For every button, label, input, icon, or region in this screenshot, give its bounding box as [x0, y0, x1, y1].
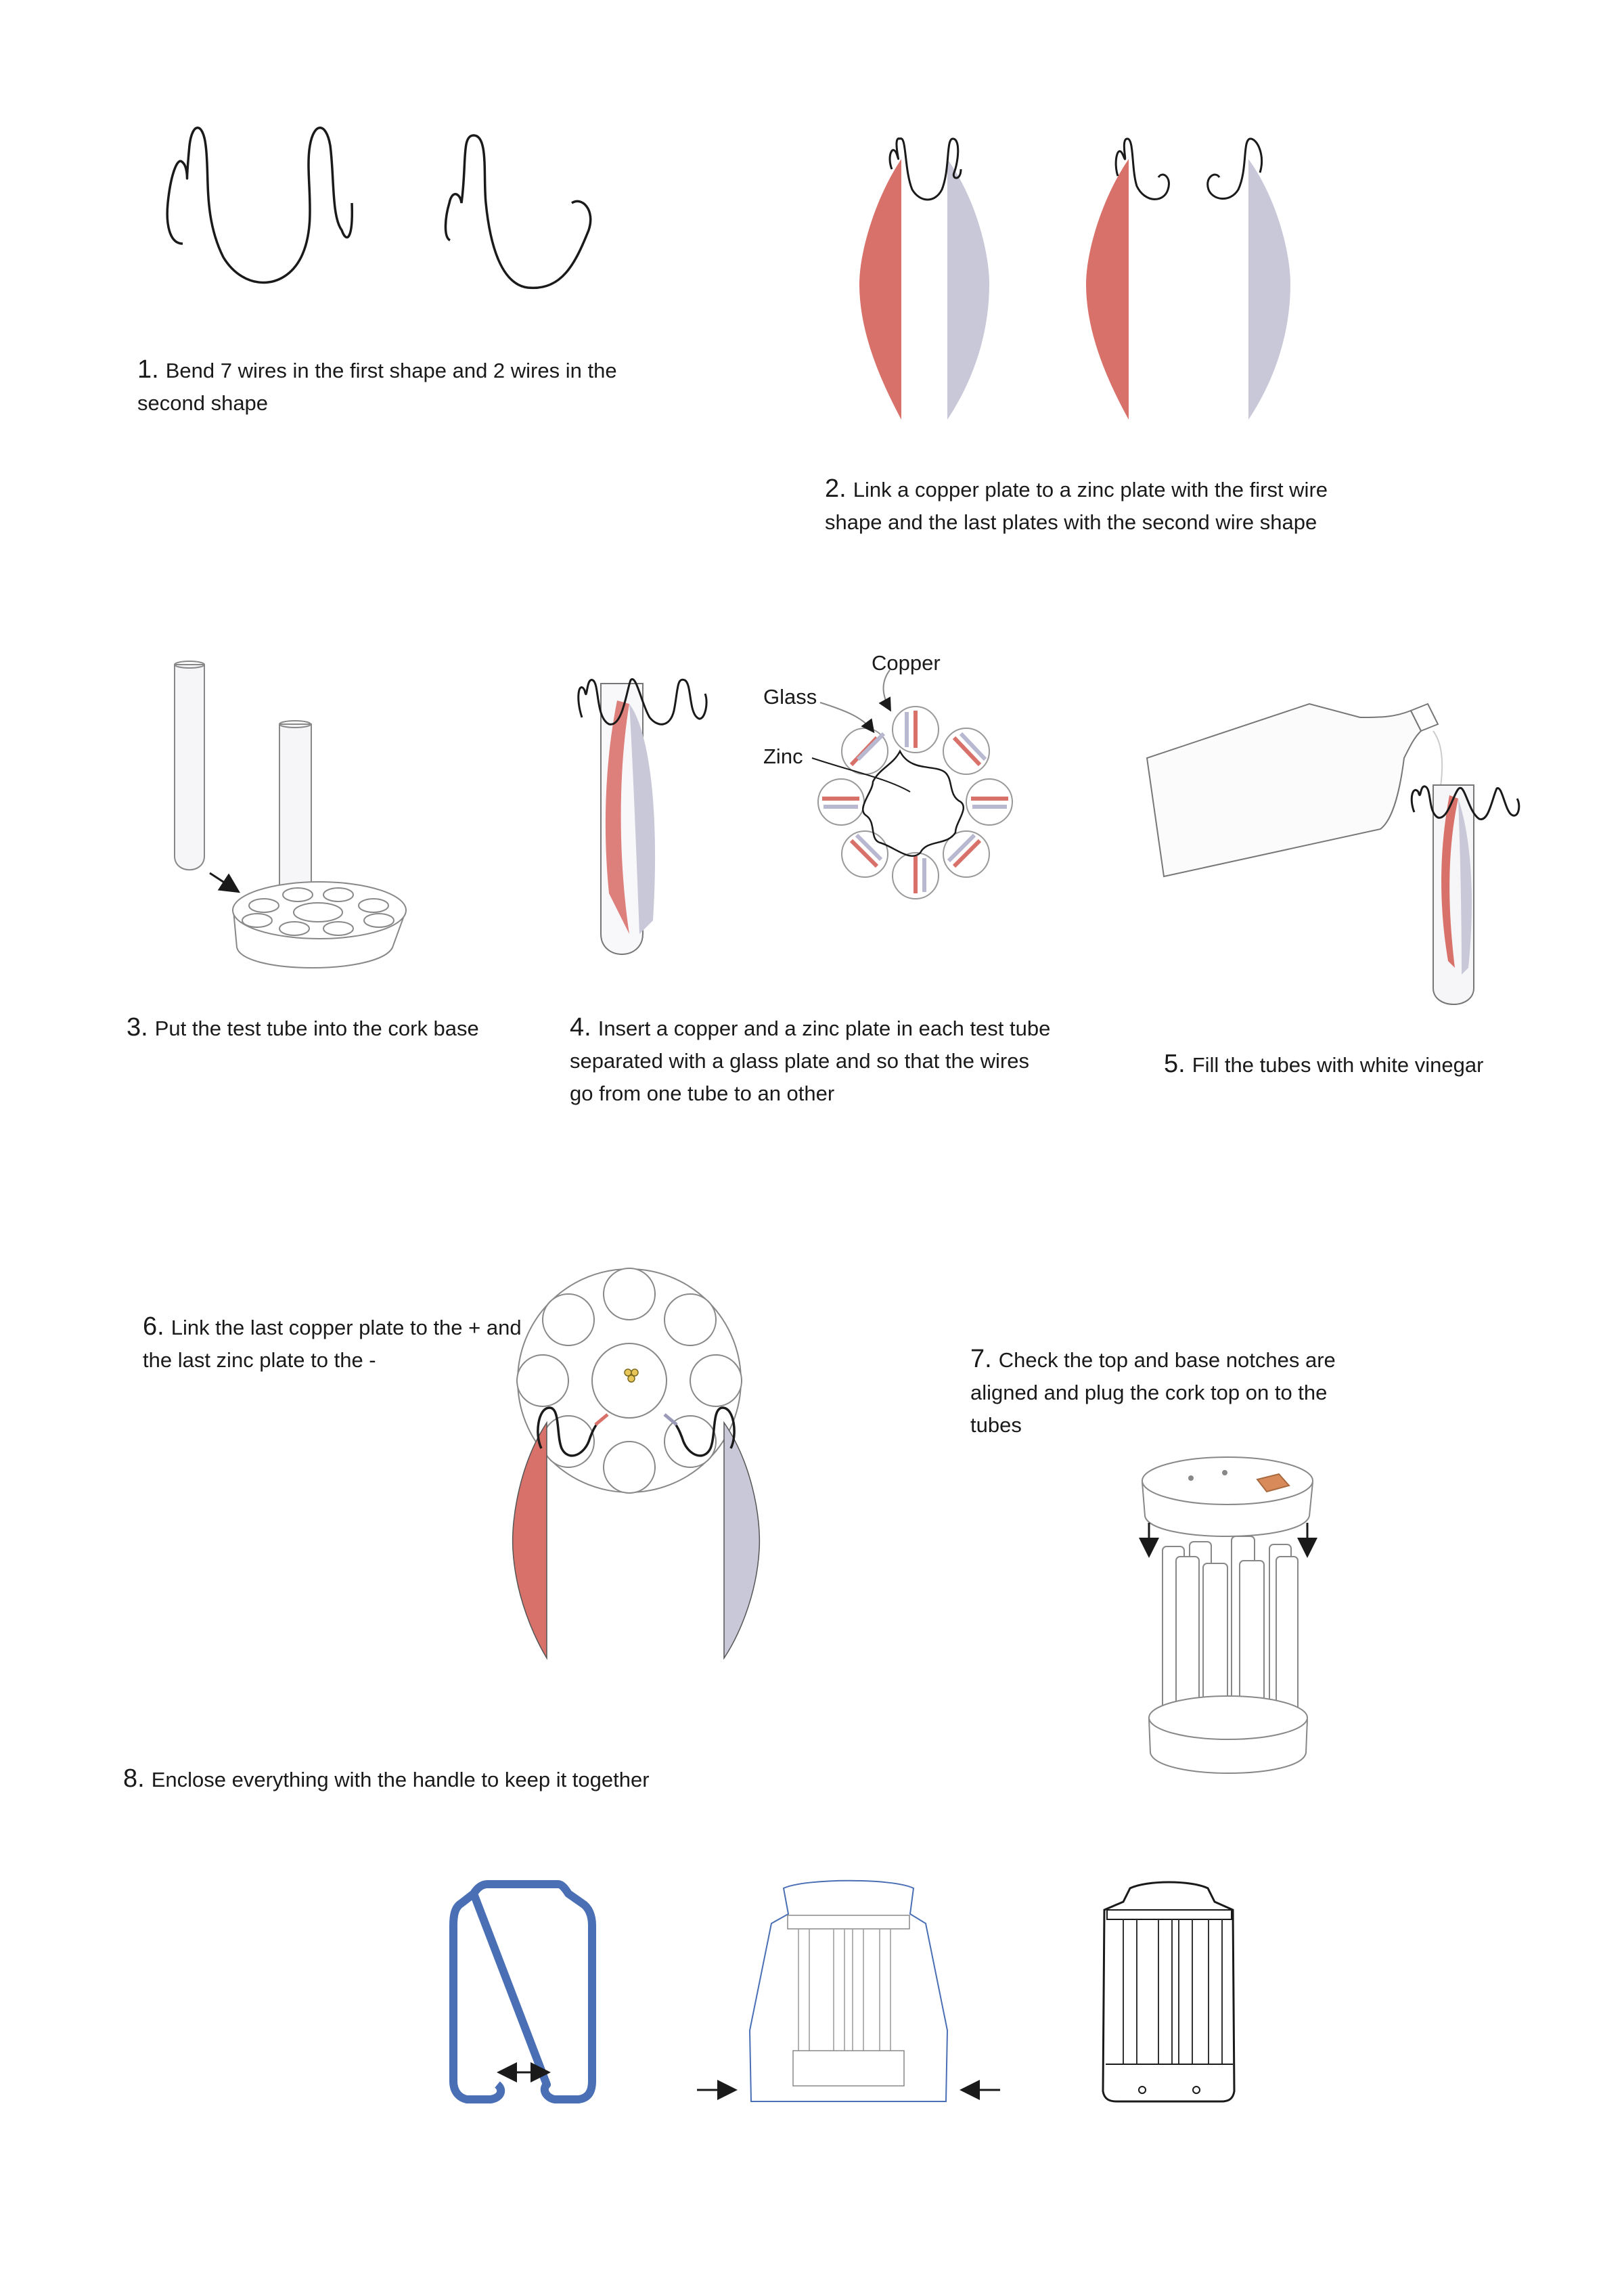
- handle-closed: [1102, 1881, 1236, 2103]
- copper-plate: [512, 1421, 547, 1660]
- step-5-text: Fill the tubes with white vinegar: [1192, 1053, 1484, 1077]
- ring-wire: [861, 749, 965, 857]
- cork-notch: [1256, 1473, 1290, 1493]
- ring-copper-plates: [822, 711, 1008, 893]
- wire-shape-1: [166, 127, 354, 284]
- glass-pointer: [819, 702, 875, 734]
- copper-plate: [1441, 795, 1458, 968]
- glass-label: Glass: [763, 685, 817, 709]
- step-8-handle: [449, 1879, 1236, 2103]
- copper-plate: [1086, 159, 1129, 420]
- minus-connector: [663, 1413, 678, 1426]
- zinc-plate: [1248, 159, 1290, 420]
- wires: [1410, 785, 1520, 820]
- step-7-number: 7.: [970, 1345, 992, 1373]
- step-6-number: 6.: [143, 1312, 164, 1341]
- step-5-number: 5.: [1164, 1050, 1186, 1078]
- step-6-instruction: 6.Link the last copper plate to the + an…: [143, 1310, 522, 1377]
- step-4-ring-diagram: [811, 669, 1013, 899]
- step-2-text: Link a copper plate to a zinc plate with…: [825, 478, 1328, 534]
- zinc-plate: [947, 159, 989, 420]
- zinc-plate: [629, 704, 656, 934]
- insert-arrow: [209, 872, 241, 893]
- step-1-number: 1.: [137, 355, 159, 384]
- zinc-plate: [723, 1421, 761, 1660]
- step-8-text: Enclose everything with the handle to ke…: [151, 1768, 650, 1791]
- step-4-number: 4.: [570, 1013, 591, 1042]
- step-1-instruction: 1.Bend 7 wires in the first shape and 2 …: [137, 353, 625, 420]
- copper-label: Copper: [872, 651, 941, 675]
- step-3-text: Put the test tube into the cork base: [154, 1017, 479, 1040]
- test-tube-inserted: [279, 723, 312, 897]
- cork-base-top: [232, 881, 407, 939]
- step-7-cork-top-assembly: [1139, 1456, 1317, 1774]
- plus-wire: [537, 1406, 603, 1457]
- step-2-instruction: 2.Link a copper plate to a zinc plate wi…: [825, 472, 1380, 539]
- disc-holes: [516, 1268, 742, 1494]
- step-8-instruction: 8. Enclose everything with the handle to …: [123, 1762, 732, 1796]
- minus-wire: [669, 1406, 736, 1457]
- step-3-number: 3.: [127, 1013, 148, 1042]
- zinc-plate: [1458, 799, 1472, 975]
- step-6-text: Link the last copper plate to the + and …: [143, 1316, 522, 1372]
- plus-connector: [594, 1413, 609, 1426]
- bottle-cap: [1409, 703, 1439, 732]
- vinegar-bottle: [1146, 703, 1422, 878]
- end-wire-left: [1114, 137, 1170, 200]
- step-1-wire-shapes: [166, 127, 592, 290]
- step-4-tube-with-plates: [577, 678, 708, 955]
- step-4-instruction: 4.Insert a copper and a zinc plate in ea…: [570, 1011, 1057, 1110]
- wires: [577, 678, 708, 726]
- step-7-instruction: 7.Check the top and base notches are ali…: [970, 1343, 1356, 1442]
- step-5-instruction: 5.Fill the tubes with white vinegar: [1164, 1048, 1570, 1082]
- ring-zinc-plates: [824, 712, 1007, 892]
- copper-pointer: [878, 669, 891, 712]
- zinc-pointer: [811, 757, 911, 793]
- step-8-number: 8.: [123, 1764, 145, 1793]
- copper-plate: [605, 700, 629, 934]
- linking-wire-1: [888, 137, 962, 201]
- wire-shape-2: [444, 134, 592, 290]
- step-1-text: Bend 7 wires in the first shape and 2 wi…: [137, 359, 617, 415]
- step-6-top-view: [512, 1268, 761, 1660]
- step-3-cork-base: [174, 661, 407, 968]
- step-2-linked-plates: [859, 137, 1290, 420]
- center-contacts: [624, 1368, 639, 1383]
- copper-plate: [859, 159, 901, 420]
- step-2-number: 2.: [825, 474, 847, 503]
- step-3-instruction: 3. Put the test tube into the cork base: [127, 1011, 533, 1045]
- cork-top-face: [1142, 1456, 1313, 1505]
- zinc-label: Zinc: [763, 744, 803, 768]
- step-7-text: Check the top and base notches are align…: [970, 1348, 1336, 1437]
- handle-open: [449, 1880, 596, 2103]
- step-4-text: Insert a copper and a zinc plate in each…: [570, 1017, 1051, 1105]
- test-tube-loose: [174, 664, 205, 871]
- cork-base-holes: [242, 887, 394, 936]
- end-wire-right: [1206, 137, 1263, 200]
- step-5-vinegar-bottle: [1146, 703, 1520, 1005]
- handle-squeeze: [697, 1879, 1000, 2102]
